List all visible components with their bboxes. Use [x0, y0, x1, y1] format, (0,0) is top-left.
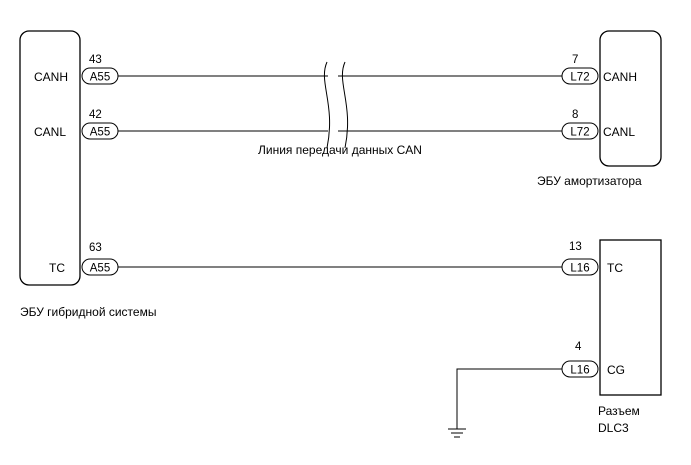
- svg-text:L16: L16: [570, 263, 589, 275]
- dlc3-label-line2: DLC3: [598, 421, 629, 435]
- shock-connector-canh: L72: [561, 67, 599, 85]
- shock-signal-canl: CANL: [603, 125, 635, 139]
- hybrid-pin-43: 43: [89, 54, 102, 66]
- dlc3-connector-cg: L16: [561, 360, 599, 378]
- wire-break-icon: [323, 61, 349, 149]
- shock-ecu-box: [599, 30, 662, 167]
- dlc3-connector-tc: L16: [561, 258, 599, 276]
- dlc3-box: [599, 239, 662, 396]
- ground-icon: [448, 428, 466, 438]
- hybrid-signal-tc: TC: [49, 261, 65, 275]
- dlc3-pin-13: 13: [569, 241, 582, 253]
- hybrid-connector-tc: A55: [81, 258, 119, 276]
- svg-text:A55: A55: [90, 72, 110, 84]
- hybrid-ecu-box: [19, 30, 81, 286]
- shock-pin-7: 7: [572, 54, 578, 66]
- can-bus-label: Линия передачи данных CAN: [258, 143, 422, 157]
- hybrid-pin-63: 63: [89, 242, 102, 254]
- dlc3-signal-tc: TC: [607, 261, 623, 275]
- svg-text:L72: L72: [570, 127, 589, 139]
- hybrid-pin-42: 42: [89, 109, 102, 121]
- shock-pin-8: 8: [572, 109, 578, 121]
- shock-connector-canl: L72: [561, 122, 599, 140]
- shock-signal-canh: CANH: [603, 70, 637, 84]
- hybrid-connector-canl: A55: [81, 122, 119, 140]
- hybrid-ecu-label: ЭБУ гибридной системы: [20, 305, 156, 319]
- dlc3-label-line1: Разъем: [598, 404, 640, 418]
- hybrid-signal-canh: CANH: [34, 70, 68, 84]
- shock-ecu-label: ЭБУ амортизатора: [537, 174, 642, 188]
- hybrid-connector-canh: A55: [81, 67, 119, 85]
- svg-text:A55: A55: [90, 127, 110, 139]
- svg-text:A55: A55: [90, 263, 110, 275]
- svg-text:L16: L16: [570, 365, 589, 377]
- dlc3-signal-cg: CG: [607, 363, 625, 377]
- cg-ground-wire: [456, 368, 562, 429]
- hybrid-signal-canl: CANL: [34, 125, 66, 139]
- svg-text:L72: L72: [570, 72, 589, 84]
- dlc3-pin-4: 4: [575, 341, 582, 353]
